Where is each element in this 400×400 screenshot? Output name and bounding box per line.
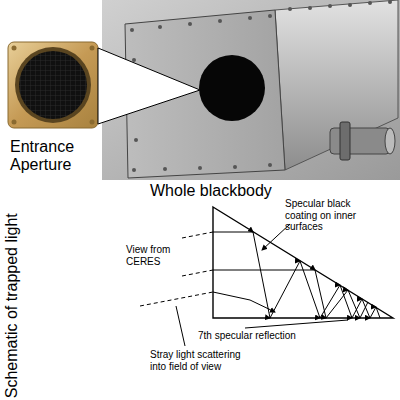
trap-schematic <box>140 207 393 346</box>
photo-caption: Entrance Aperture <box>10 138 100 175</box>
callout-label: Specular black coating on inner surfaces <box>285 198 385 233</box>
aperture-photo <box>8 42 98 128</box>
callout-label: 7th specular reflection <box>198 330 318 342</box>
callout-label: Stray light scattering into field of vie… <box>150 349 250 372</box>
callout-label: View from CERES <box>126 244 180 267</box>
photo-caption: Whole blackbody <box>150 182 310 200</box>
zoom-callout <box>98 48 200 124</box>
section-title: Schematic of trapped light <box>3 238 21 398</box>
